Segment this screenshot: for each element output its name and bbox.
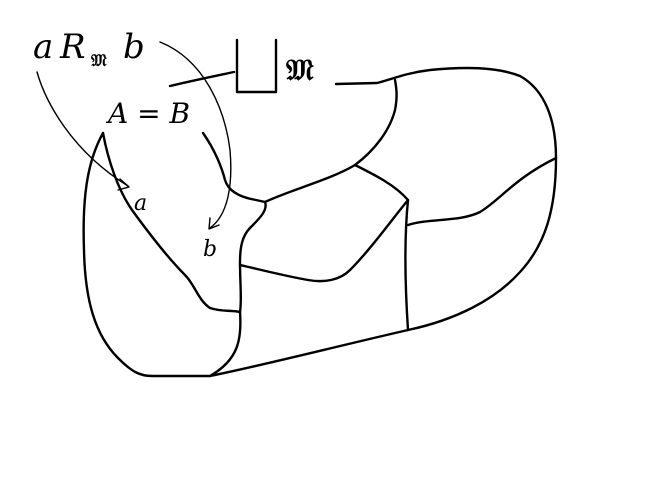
- relation-b-label: b: [123, 27, 145, 67]
- set-boundary: [82, 66, 558, 378]
- relation-R-label: R: [59, 27, 86, 67]
- arrow-to-a: [36, 71, 129, 187]
- partition-line-6: [238, 198, 410, 283]
- relation-subscript-label: 𝔐: [91, 51, 107, 71]
- partition-line-4: [263, 78, 398, 204]
- equation-label: A = B: [105, 97, 190, 130]
- partition-line-1: [201, 131, 267, 314]
- point-b-label: b: [203, 237, 217, 262]
- arrow-head-a: [117, 178, 130, 191]
- relation-a-label: a: [33, 27, 53, 67]
- connector-line: [168, 70, 236, 88]
- point-a-label: a: [134, 191, 147, 216]
- union-script-label: 𝔐: [286, 53, 314, 88]
- partition-line-7: [406, 156, 558, 227]
- partition-line-5: [353, 163, 410, 332]
- arrow-head-b: [208, 217, 220, 230]
- disjoint-union-bracket: [235, 38, 278, 94]
- partition-line-2: [208, 310, 242, 378]
- arrow-to-b: [159, 41, 232, 229]
- partition-line-3: [101, 131, 242, 314]
